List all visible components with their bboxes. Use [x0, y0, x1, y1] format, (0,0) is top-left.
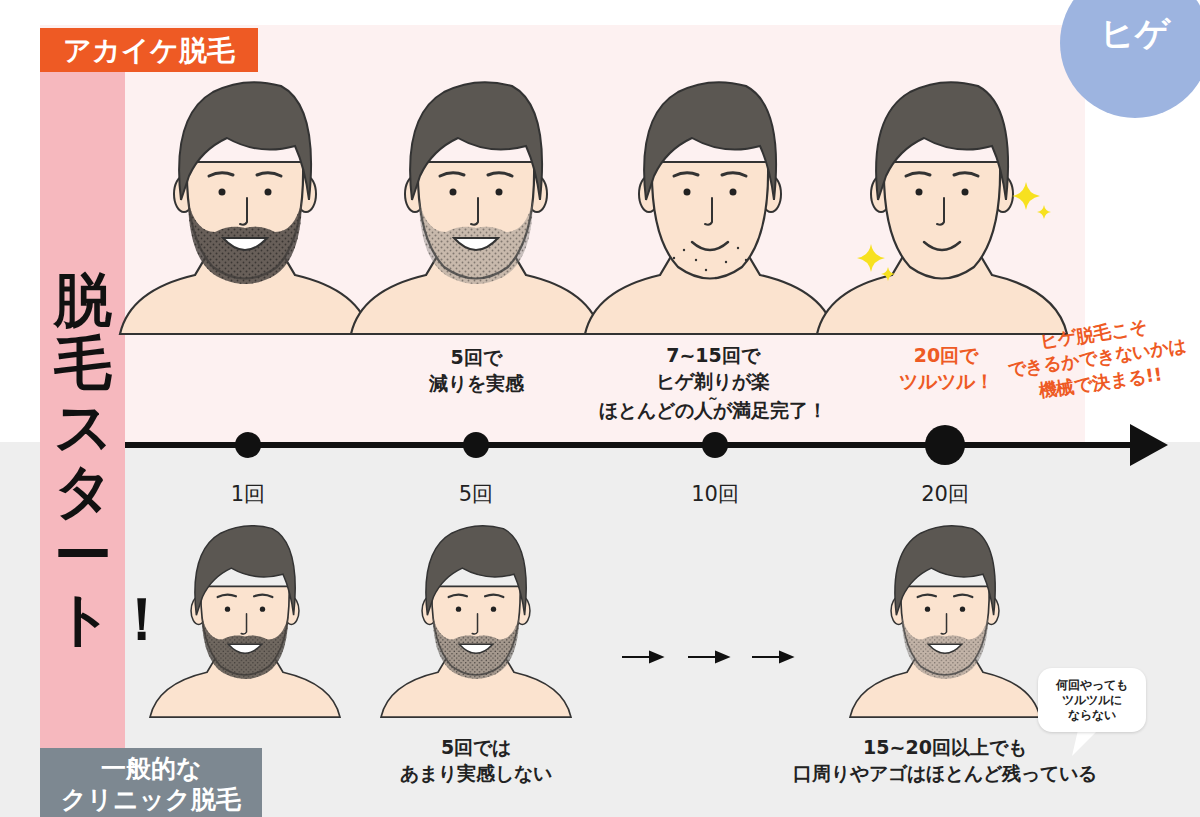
title-tag: アカイケ脱毛	[40, 28, 258, 72]
axis-label: 1回	[208, 480, 288, 508]
step-note: 5回で 減りを実感	[420, 345, 532, 396]
speech-bubble: 何回やっても ツルツルに ならない	[1038, 668, 1146, 732]
step-note: 15~20回以上でも 口周りやアゴはほとんど残っている	[775, 735, 1115, 786]
vertical-banner: 脱毛スタート！	[52, 225, 114, 695]
step-note: ほとんどの人が満足完了！	[578, 398, 848, 424]
axis-label: 10回	[675, 480, 755, 508]
node-text: ヒゲ	[1100, 12, 1170, 55]
clinic-tag: 一般的な クリニック脱毛	[40, 748, 262, 817]
axis-label: 5回	[436, 480, 516, 508]
step-note: 5回では あまり実感しない	[389, 735, 564, 786]
node-text: アカイケ脱毛	[63, 33, 235, 68]
vertical-title: 脱毛スタート！	[54, 269, 112, 652]
node-text: 一般的な クリニック脱毛	[51, 753, 251, 816]
axis-label: 20回	[905, 480, 985, 508]
step-note: 7~15回で ヒゲ剃りが楽	[646, 343, 781, 394]
node-text: 何回やっても ツルツルに ならない	[1052, 678, 1132, 723]
result-note: 20回で ツルツル！	[890, 343, 1002, 394]
